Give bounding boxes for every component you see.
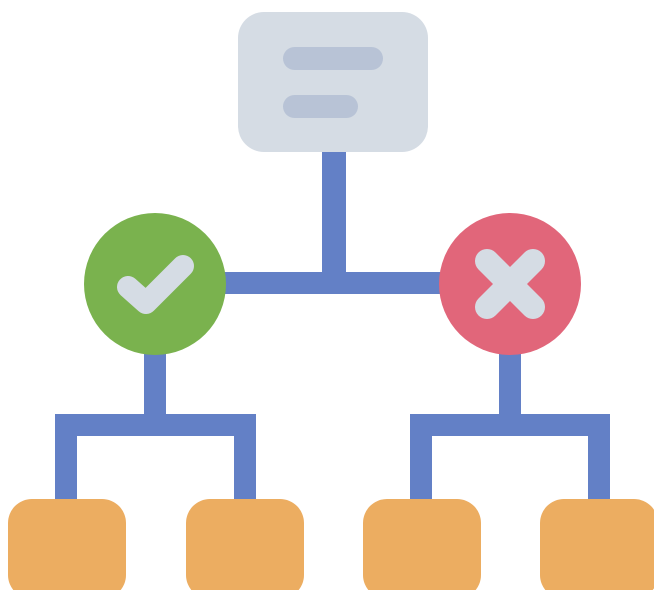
connector-root-stem bbox=[322, 150, 346, 290]
connector-branch-bar bbox=[160, 272, 510, 294]
connector-right-leaf-2-stem bbox=[588, 414, 610, 504]
connector-right-leaf-1-stem bbox=[410, 414, 432, 504]
root-box bbox=[238, 12, 428, 152]
connector-left-leaf-1-stem bbox=[55, 414, 77, 504]
connector-left-bar bbox=[55, 414, 256, 436]
leaf-node-3 bbox=[363, 499, 481, 590]
root-line-1 bbox=[283, 47, 383, 70]
connector-right-bar bbox=[410, 414, 610, 436]
connector-right-stem bbox=[499, 345, 521, 425]
leaf-node-2 bbox=[186, 499, 304, 590]
root-node bbox=[238, 12, 428, 152]
approve-node bbox=[84, 213, 226, 355]
leaf-node-1 bbox=[8, 499, 126, 590]
connector-lines bbox=[55, 150, 610, 504]
connector-left-stem bbox=[144, 345, 166, 425]
x-mark-icon bbox=[475, 249, 545, 319]
leaf-node-4 bbox=[540, 499, 654, 590]
leaf-nodes bbox=[8, 499, 654, 590]
checkmark-icon bbox=[117, 255, 194, 314]
root-line-2 bbox=[283, 95, 358, 118]
document-lines-icon bbox=[283, 47, 383, 118]
reject-node bbox=[439, 213, 581, 355]
connector-left-leaf-2-stem bbox=[234, 414, 256, 504]
